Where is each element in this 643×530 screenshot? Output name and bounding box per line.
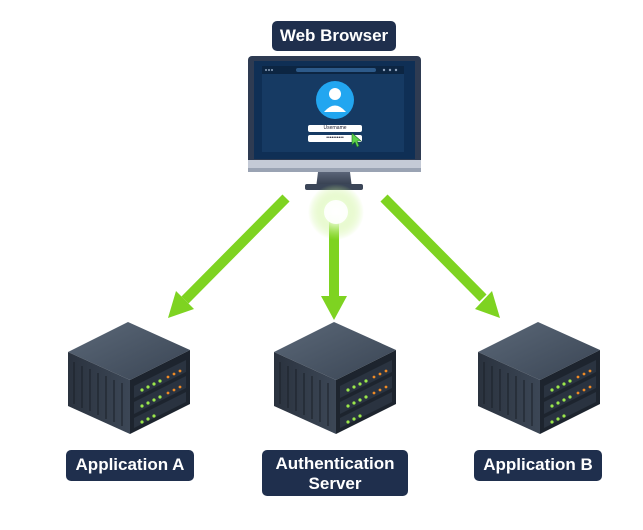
monitor-icon (248, 56, 421, 190)
cursor-icon (351, 132, 362, 148)
authentication-server-label: Authentication Server (262, 450, 408, 496)
arrow-to-app-a (168, 194, 290, 318)
username-field-text: Username (323, 125, 347, 131)
arrow-to-app-b (380, 194, 500, 318)
username-field[interactable] (308, 125, 362, 132)
server-icon-app-b (478, 322, 600, 434)
application-a-label: Application A (66, 450, 194, 481)
application-b-label: Application B (474, 450, 602, 481)
password-field[interactable] (308, 135, 362, 142)
password-field-text: •••••••••• (326, 135, 344, 141)
server-icon-auth-server (274, 322, 396, 434)
user-avatar-icon (316, 81, 354, 119)
web-browser-label: Web Browser (272, 21, 396, 51)
server-icon-app-a (68, 322, 190, 434)
